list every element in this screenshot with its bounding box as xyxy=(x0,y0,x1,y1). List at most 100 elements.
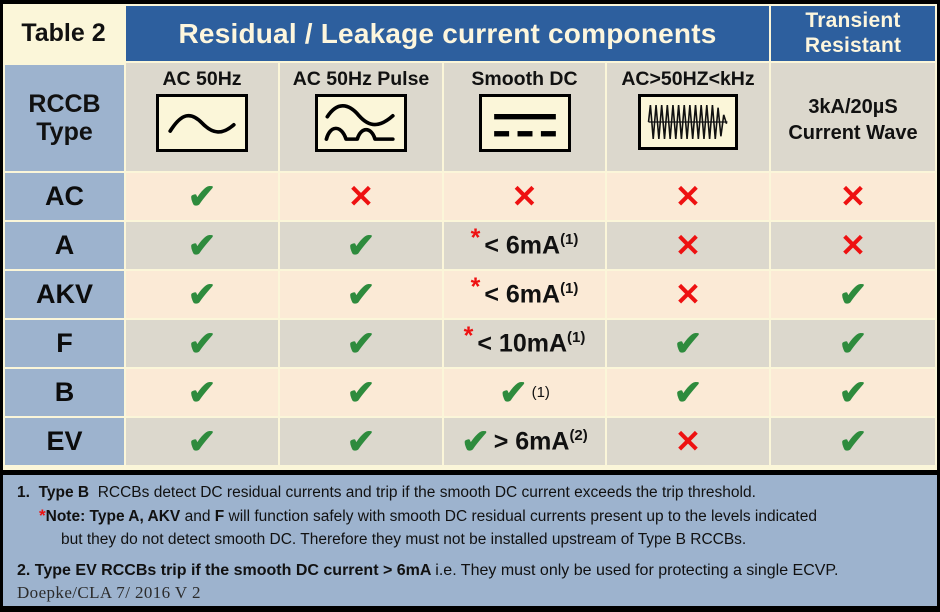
cell-high-frequency: ✕ xyxy=(605,418,769,467)
table-caption: Table 2 xyxy=(3,4,124,63)
cross-icon: ✕ xyxy=(511,179,538,214)
column-header-high-frequency: AC>50HZ<kHz xyxy=(605,63,769,173)
table-body: AC✔✕✕✕✕A✔✔*< 6mA(1)✕✕AKV✔✔*< 6mA(1)✕✔F✔✔… xyxy=(3,173,937,467)
high-frequency-wave-icon xyxy=(638,94,738,150)
asterisk-icon: * xyxy=(463,322,474,350)
cell-ac-50hz: ✔ xyxy=(124,222,278,271)
cross-icon: ✕ xyxy=(675,179,701,214)
rccb-type-akv: AKV xyxy=(3,271,124,320)
check-icon: ✔ xyxy=(838,373,868,412)
group-header-residual-leakage: Residual / Leakage current components xyxy=(124,4,769,63)
table-row: F✔✔*< 10mA(1)✔✔ xyxy=(3,320,937,369)
cell-transient-resistant: ✔ xyxy=(769,369,937,418)
sine-wave-icon xyxy=(156,94,248,152)
cross-icon: ✕ xyxy=(675,424,701,459)
smooth-dc-footnote: (1) xyxy=(531,384,550,401)
cell-smooth-dc: *< 6mA(1) xyxy=(442,271,605,320)
check-icon: ✔ xyxy=(187,422,217,461)
column-header-rccb-type: RCCB Type xyxy=(3,63,124,173)
cell-ac-50hz: ✔ xyxy=(124,369,278,418)
check-icon: ✔ xyxy=(838,324,868,363)
column-header-smooth-dc: Smooth DC xyxy=(442,63,605,173)
cell-smooth-dc: ✔> 6mA(2) xyxy=(442,418,605,467)
cell-transient-resistant: ✕ xyxy=(769,222,937,271)
cell-high-frequency: ✕ xyxy=(605,222,769,271)
cell-high-frequency: ✕ xyxy=(605,173,769,222)
footnote-star-mid: and xyxy=(184,508,211,526)
table-header-row-columns: RCCB Type AC 50Hz AC 50Hz Pulse xyxy=(3,63,937,173)
check-icon: ✔ xyxy=(499,373,528,412)
column-header-current-wave: 3kA/20µS Current Wave xyxy=(769,63,937,173)
rccb-type-a: A xyxy=(3,222,124,271)
asterisk-icon: * xyxy=(470,224,481,252)
cross-icon: ✕ xyxy=(348,179,374,214)
cross-icon: ✕ xyxy=(675,228,701,263)
cell-smooth-dc: *< 6mA(1) xyxy=(442,222,605,271)
footnote-2: 2. Type EV RCCBs trip if the smooth DC c… xyxy=(17,559,927,582)
rccb-type-line1: RCCB xyxy=(28,90,101,118)
check-icon: ✔ xyxy=(838,275,868,314)
smooth-dc-value: < 10mA(1) xyxy=(477,328,586,358)
cell-ac-50hz-pulse: ✔ xyxy=(278,320,442,369)
rccb-type-f: F xyxy=(3,320,124,369)
cell-transient-resistant: ✔ xyxy=(769,320,937,369)
cell-ac-50hz-pulse: ✔ xyxy=(278,271,442,320)
cell-high-frequency: ✕ xyxy=(605,271,769,320)
footnote-1-number: 1. xyxy=(17,484,30,501)
cross-icon: ✕ xyxy=(840,228,866,263)
cell-smooth-dc: *< 10mA(1) xyxy=(442,320,605,369)
cell-ac-50hz: ✔ xyxy=(124,173,278,222)
table-row: A✔✔*< 6mA(1)✕✕ xyxy=(3,222,937,271)
column-label-high-frequency: AC>50HZ<kHz xyxy=(621,68,755,90)
cell-ac-50hz: ✔ xyxy=(124,418,278,467)
cell-transient-resistant: ✔ xyxy=(769,271,937,320)
check-icon: ✔ xyxy=(346,226,376,265)
group-header-transient-resistant: Transient Resistant xyxy=(769,4,937,63)
column-label-ac-50hz: AC 50Hz xyxy=(162,68,242,90)
cell-ac-50hz-pulse: ✔ xyxy=(278,418,442,467)
check-icon: ✔ xyxy=(187,177,217,216)
cell-transient-resistant: ✕ xyxy=(769,173,937,222)
column-header-ac-50hz: AC 50Hz xyxy=(124,63,278,173)
check-icon: ✔ xyxy=(346,324,376,363)
footnote-star-line3: but they do not detect smooth DC. Theref… xyxy=(61,531,747,549)
column-label-smooth-dc: Smooth DC xyxy=(471,68,578,90)
cell-high-frequency: ✔ xyxy=(605,369,769,418)
table-row: AC✔✕✕✕✕ xyxy=(3,173,937,222)
rccb-compatibility-table: Table 2 Residual / Leakage current compo… xyxy=(3,4,937,467)
column-label-ac-50hz-pulse: AC 50Hz Pulse xyxy=(292,68,430,90)
transient-header-line2: Resistant xyxy=(804,33,902,57)
rccb-type-ev: EV xyxy=(3,418,124,467)
cell-transient-resistant: ✔ xyxy=(769,418,937,467)
smooth-dc-value: < 6mA(1) xyxy=(484,279,579,309)
transient-header-line1: Transient xyxy=(805,9,901,33)
cell-smooth-dc: ✔(1) xyxy=(442,369,605,418)
cross-icon: ✕ xyxy=(840,179,866,214)
cell-ac-50hz-pulse: ✕ xyxy=(278,173,442,222)
current-wave-line2: Current Wave xyxy=(788,121,918,144)
cell-ac-50hz: ✔ xyxy=(124,320,278,369)
check-icon: ✔ xyxy=(461,422,490,461)
footnote-star-bold2: F xyxy=(214,508,225,526)
footnote-1-text: RCCBs detect DC residual currents and tr… xyxy=(97,484,756,501)
table-header-row-top: Table 2 Residual / Leakage current compo… xyxy=(3,4,937,63)
footnote-2-text: i.e. They must only be used for protecti… xyxy=(435,561,839,579)
footnote-star-bold1: Note: Type A, AKV xyxy=(45,508,181,526)
footnote-star: *Note: Type A, AKV and F will function s… xyxy=(17,504,927,529)
column-header-ac-50hz-pulse: AC 50Hz Pulse xyxy=(278,63,442,173)
check-icon: ✔ xyxy=(346,422,376,461)
smooth-dc-value: > 6mA(2) xyxy=(493,426,588,456)
check-icon: ✔ xyxy=(187,275,217,314)
check-icon: ✔ xyxy=(346,275,376,314)
smooth-dc-icon xyxy=(478,94,571,152)
check-icon: ✔ xyxy=(187,373,217,412)
check-icon: ✔ xyxy=(187,324,217,363)
pulsed-wave-icon xyxy=(315,94,407,152)
footnote-1-bold: Type B xyxy=(38,484,90,501)
table-footnotes: 1. Type B RCCBs detect DC residual curre… xyxy=(3,470,937,606)
cell-ac-50hz-pulse: ✔ xyxy=(278,222,442,271)
rccb-type-line2: Type xyxy=(36,118,93,146)
footnote-2-bold: 2. Type EV RCCBs trip if the smooth DC c… xyxy=(17,561,431,579)
check-icon: ✔ xyxy=(673,373,703,412)
